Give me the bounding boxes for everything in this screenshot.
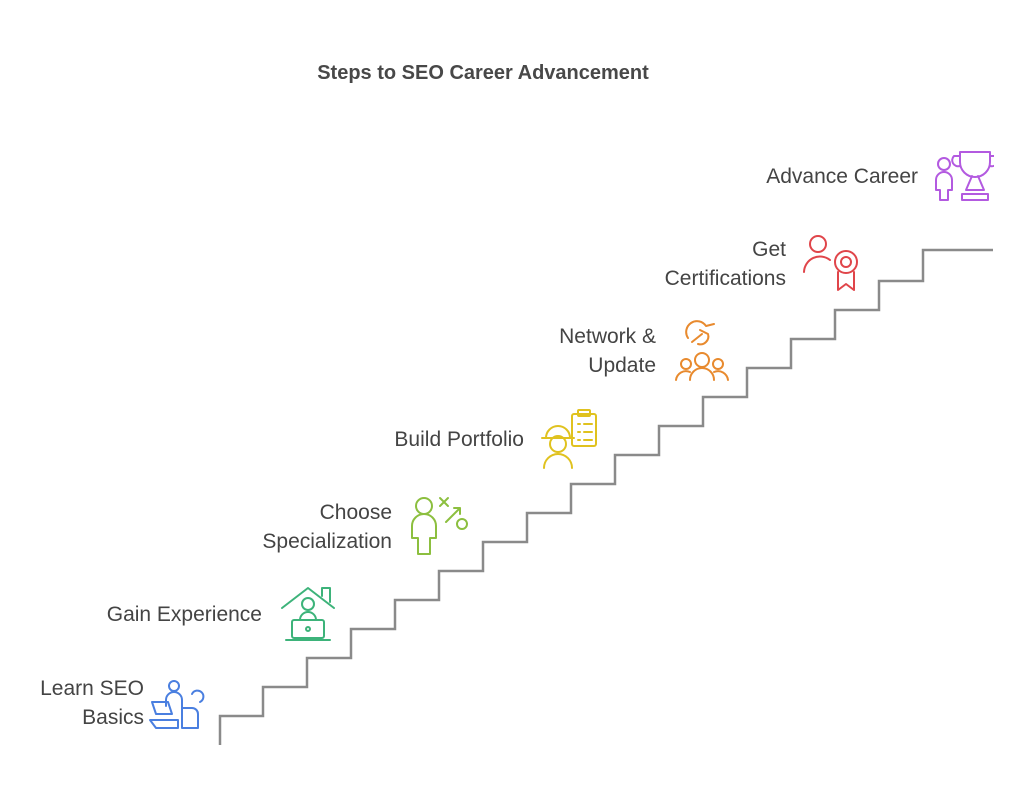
person-trophy-icon: [935, 151, 994, 201]
step-label-network-update: Network &Update: [559, 325, 656, 377]
person-strategy-icon: [411, 497, 468, 555]
step-label-build-portfolio: Build Portfolio: [394, 428, 524, 451]
network-handshake-icon: [675, 320, 729, 381]
certified-person-icon: [803, 235, 858, 291]
diagram-title: Steps to SEO Career Advancement: [317, 62, 649, 84]
step-label-advance-career: Advance Career: [766, 165, 918, 188]
learner-at-laptop-icon: [149, 680, 205, 729]
engineer-checklist-icon: [541, 409, 597, 469]
step-label-gain-experience: Gain Experience: [106, 603, 262, 626]
remote-work-house-icon: [281, 587, 335, 641]
